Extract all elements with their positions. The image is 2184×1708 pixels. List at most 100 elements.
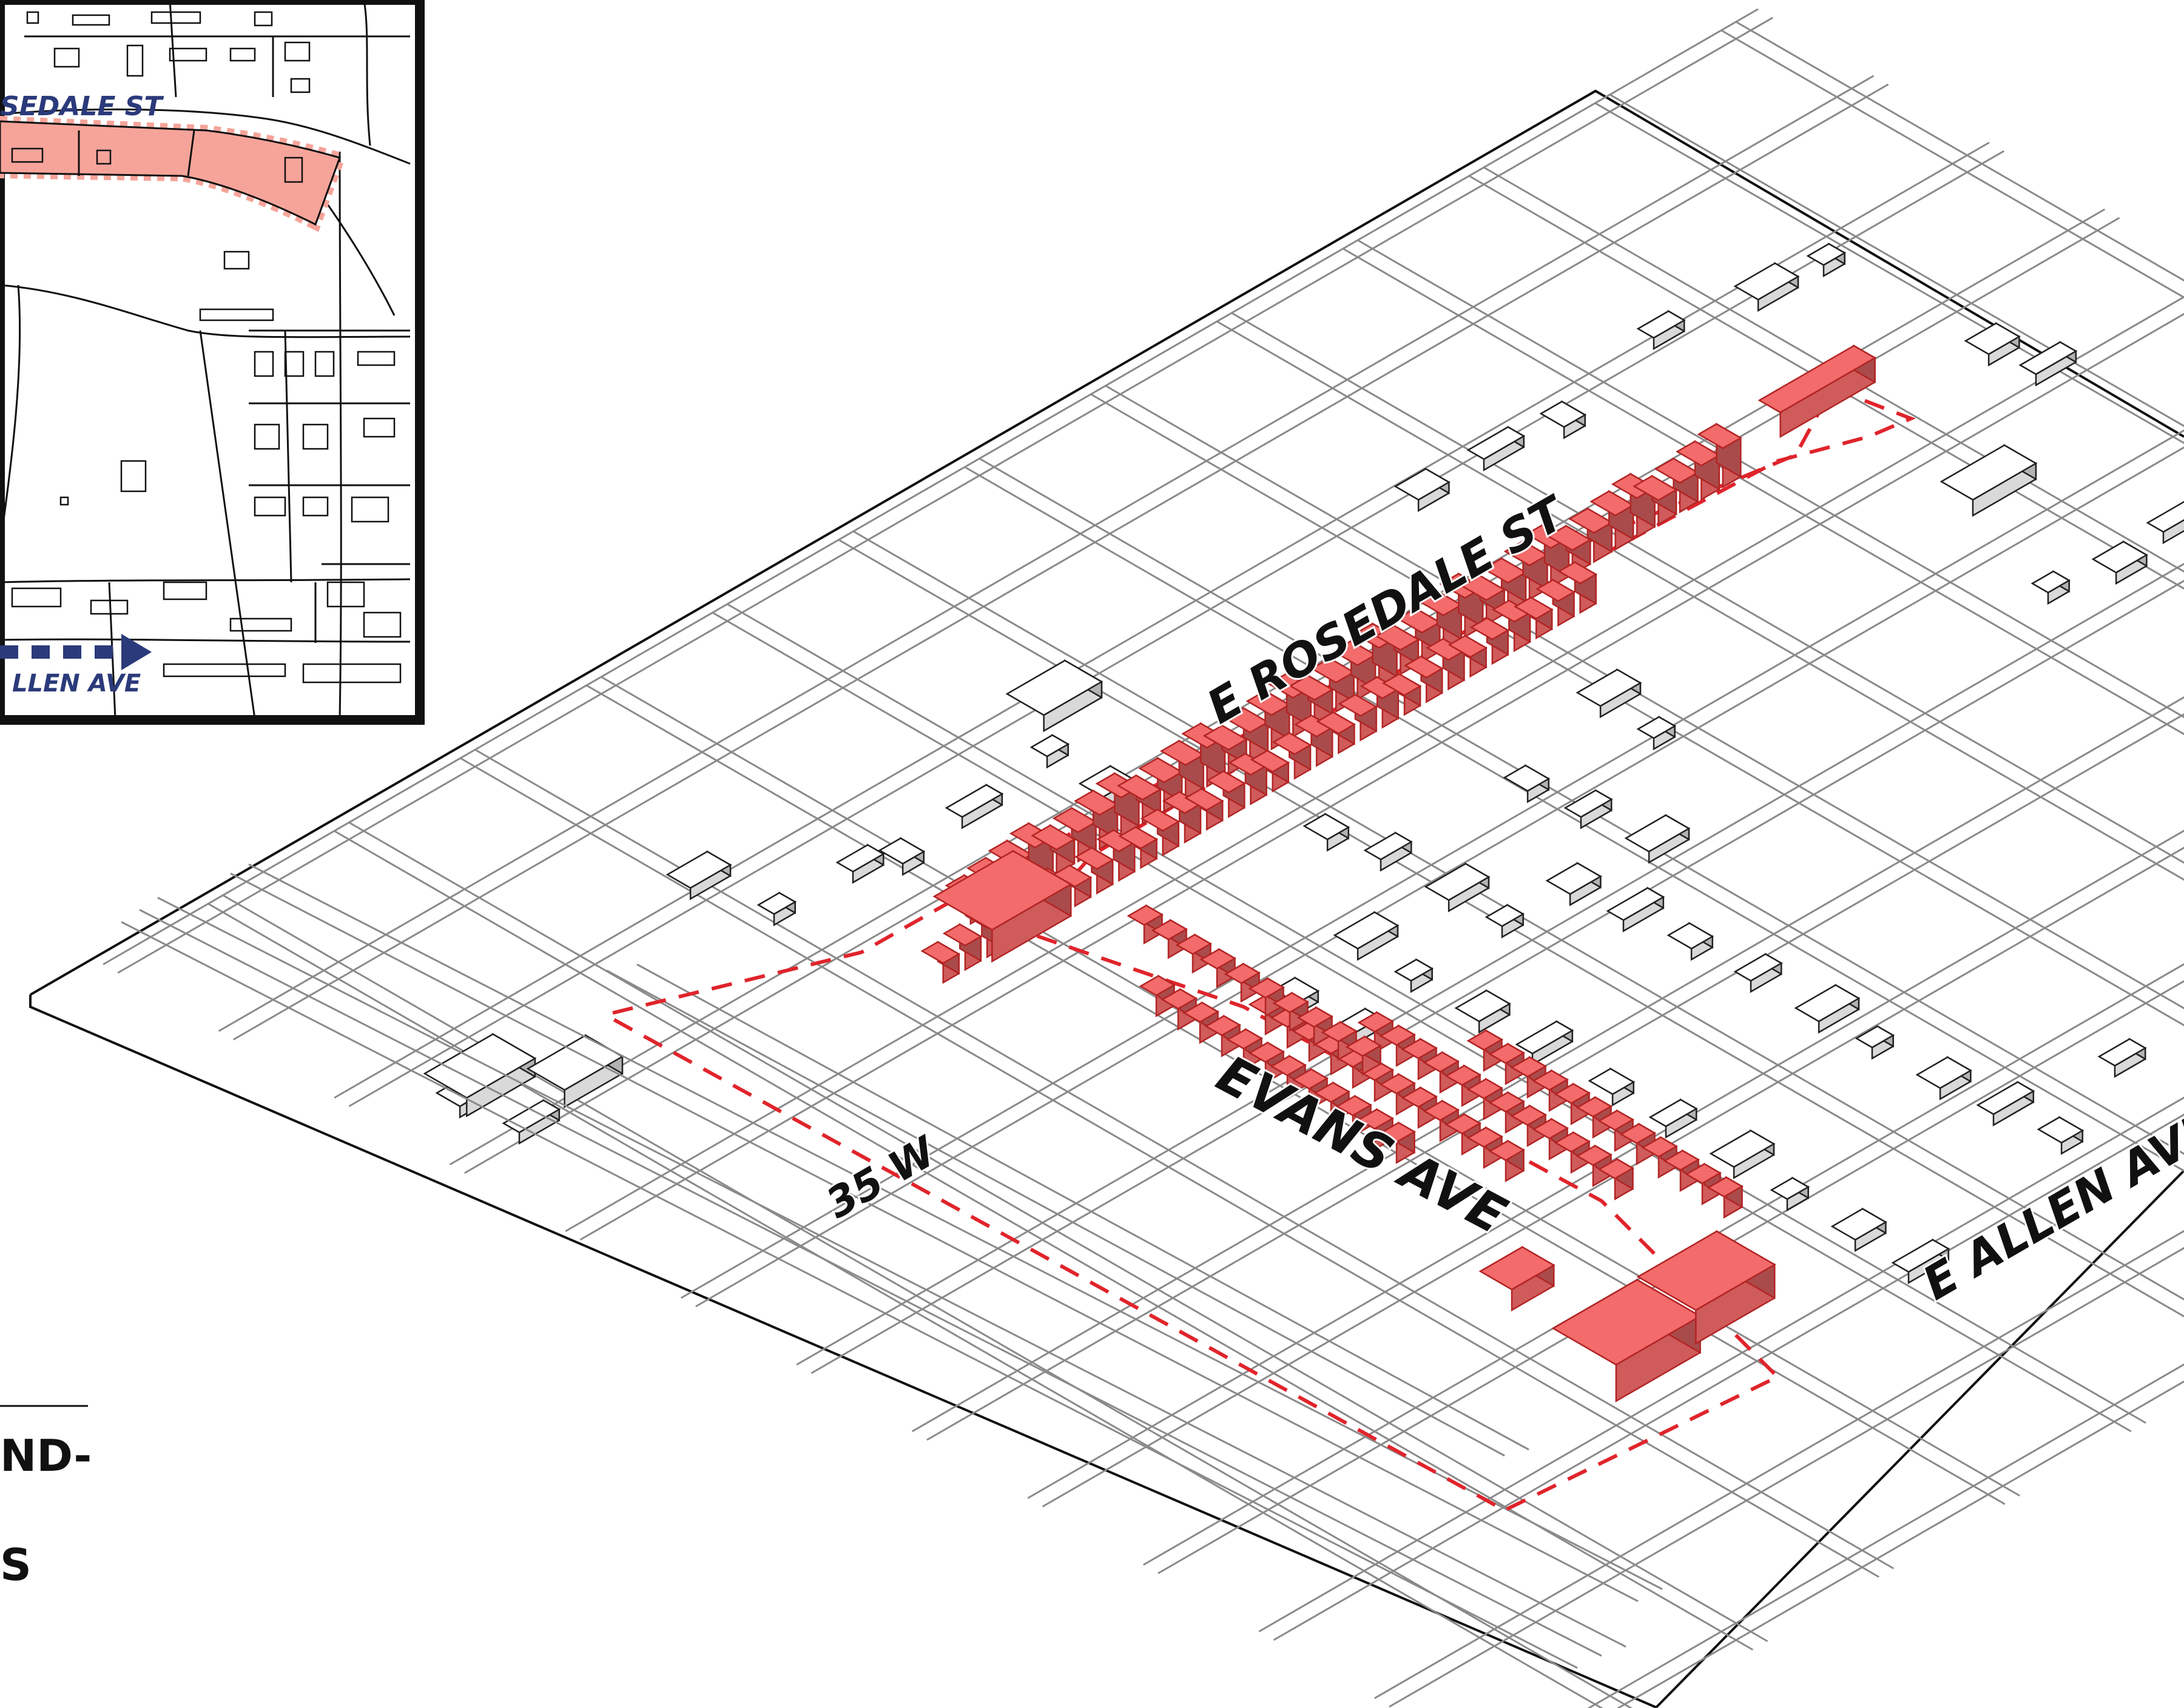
context-building	[1733, 261, 1800, 312]
project-building	[1321, 1020, 1358, 1061]
project-building	[1338, 693, 1378, 742]
street-segment	[117, 16, 1773, 974]
context-building	[1733, 952, 1783, 994]
context-building	[1454, 989, 1511, 1034]
context-building	[666, 850, 732, 901]
project-building	[1272, 731, 1312, 780]
street-segment	[1373, 1229, 2184, 1700]
legend: ND- S	[0, 1405, 92, 1590]
context-building	[1466, 425, 1526, 472]
inset-label-allen: LLEN AVE	[12, 670, 141, 698]
street-segment	[579, 312, 2184, 1241]
project-building	[942, 923, 983, 972]
project-building	[1488, 1139, 1525, 1183]
project-building	[1175, 933, 1212, 974]
project-building	[1636, 1229, 1776, 1345]
street-segment	[1090, 393, 2184, 1027]
project-building	[1127, 904, 1164, 945]
context-building	[1940, 443, 2038, 517]
street-segment	[1389, 1246, 2184, 1708]
street-segment	[1357, 239, 2184, 719]
street-segment	[1468, 175, 2184, 590]
street-segment	[1258, 1096, 2184, 1633]
legend-line-2: S	[0, 1539, 32, 1590]
street-segment	[1735, 21, 2184, 282]
project-building	[1404, 655, 1444, 704]
street-segment	[1158, 980, 2184, 1575]
context-building	[1303, 812, 1350, 852]
project-building	[1663, 1149, 1700, 1192]
project-building	[1589, 489, 1635, 551]
project-building	[1466, 1126, 1503, 1169]
project-building	[1685, 1162, 1722, 1206]
project-building	[1096, 829, 1136, 882]
project-building	[1074, 789, 1119, 850]
project-building	[1345, 1035, 1382, 1076]
context-building	[835, 843, 885, 884]
street-segment	[712, 611, 2132, 1433]
street-segment	[979, 457, 2184, 1155]
context-building	[945, 783, 1004, 830]
context-building	[1030, 733, 1070, 769]
inset-arrow	[0, 634, 152, 670]
street-segment	[218, 75, 1875, 1032]
street-segment	[911, 696, 2184, 1433]
context-building	[2031, 570, 2071, 605]
project-building	[1250, 749, 1290, 793]
context-building	[1891, 1238, 1950, 1285]
arrow-right-icon	[121, 634, 152, 670]
context-building	[1576, 668, 1642, 719]
inset-map: SEDALE ST LLEN AVE	[0, 0, 425, 725]
context-building	[1588, 1067, 1636, 1107]
context-building	[1424, 862, 1491, 913]
context-building	[1005, 659, 1104, 733]
context-building	[1503, 764, 1551, 804]
context-building	[1539, 400, 1587, 440]
street-segment	[852, 530, 2184, 1301]
inset-label-rosedale: SEDALE ST	[0, 91, 164, 122]
context-building	[1667, 921, 1714, 961]
project-building	[1296, 1006, 1333, 1047]
context-building	[2037, 1115, 2085, 1155]
project-building	[1074, 846, 1114, 895]
project-building	[1469, 616, 1510, 665]
context-building	[1636, 309, 1686, 351]
project-building	[1448, 634, 1488, 678]
project-building	[1396, 607, 1441, 664]
street-segment	[1594, 102, 2184, 445]
street-segment	[1142, 963, 2184, 1566]
project-building	[1151, 918, 1188, 960]
project-building	[1654, 457, 1699, 514]
project-building	[932, 849, 1073, 963]
street-segment	[1042, 846, 2184, 1508]
project-building	[1052, 806, 1097, 863]
street-grid	[103, 8, 2184, 1708]
project-building	[1676, 440, 1721, 501]
project-building	[1697, 422, 1742, 489]
inset-highlight-outline	[0, 120, 341, 226]
context-building	[1794, 983, 1861, 1034]
project-building	[1248, 977, 1285, 1018]
context-building	[1915, 1055, 1972, 1101]
project-building	[1417, 590, 1463, 651]
project-building	[1707, 1175, 1744, 1219]
street-segment	[1343, 247, 2184, 736]
project-building	[1316, 711, 1356, 755]
context-building	[1964, 321, 2021, 367]
context-building	[1855, 1024, 1895, 1060]
street-segment	[727, 603, 2146, 1424]
street-segment	[348, 150, 2004, 1108]
street-segment	[222, 894, 1633, 1708]
project-building	[1272, 991, 1309, 1032]
project-building	[1224, 707, 1270, 763]
project-building	[1576, 1095, 1613, 1139]
project-building	[1159, 739, 1205, 801]
context-building	[757, 891, 797, 927]
project-building	[1633, 474, 1678, 526]
project-building	[920, 940, 961, 984]
context-building	[1806, 242, 1847, 278]
project-boundary	[611, 386, 1916, 1513]
project-building	[1460, 574, 1506, 626]
street-segment	[1483, 166, 2184, 573]
map-boundary	[29, 89, 2184, 1708]
